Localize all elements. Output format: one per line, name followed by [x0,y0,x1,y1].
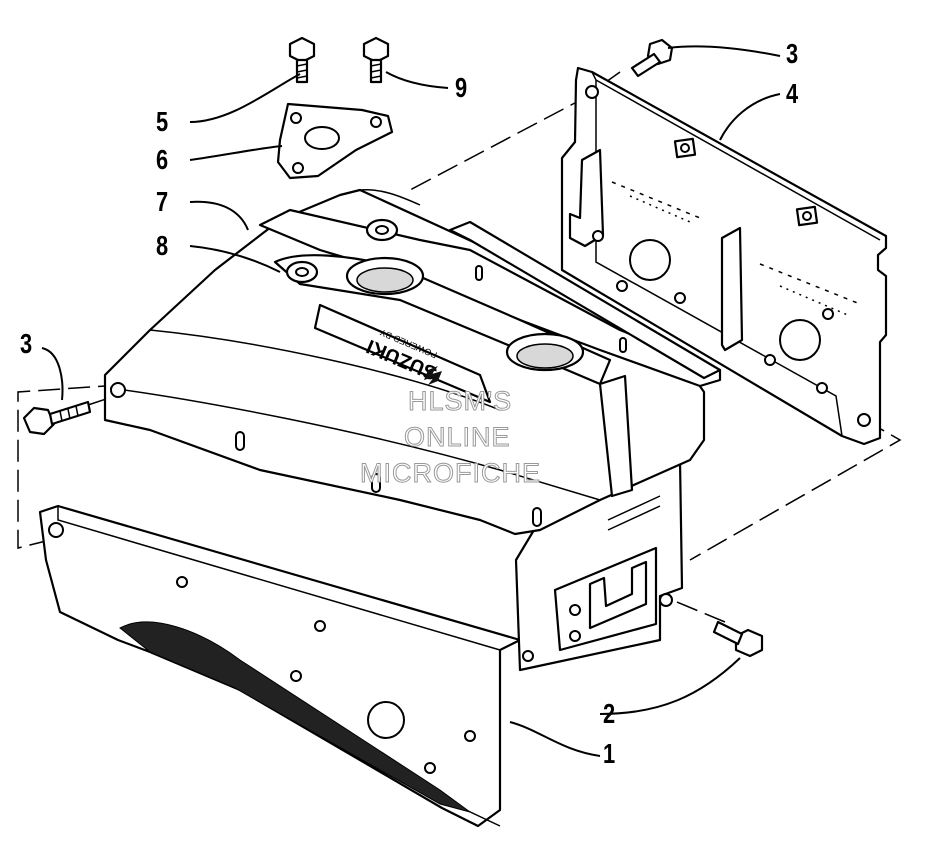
callout-3-left: 3 [20,328,33,359]
main-cover: SUZUKI POWERED BY [103,188,722,536]
watermark-line-2: ONLINE [404,422,511,452]
callout-8: 8 [156,230,169,261]
callout-2: 2 [603,698,616,729]
watermark-line-3: MICROFICHE [360,458,541,488]
callout-7: 7 [156,186,169,217]
lower-front-plate [38,504,522,828]
bolt-5 [288,36,316,84]
callout-1: 1 [603,738,616,769]
bolt-2 [712,620,764,658]
callout-9: 9 [455,72,468,103]
callout-3-top: 3 [786,38,799,69]
leader-lines [41,45,781,757]
callout-5: 5 [156,106,169,137]
bolt-3-top [630,38,674,78]
bolt-9 [362,36,390,84]
callout-6: 6 [156,144,169,175]
watermark-line-1: HLSM'S [407,386,513,416]
bracket-plate [276,102,394,180]
bolt-3-left [22,400,92,436]
rear-mounting-plate [560,66,888,446]
suzuki-s-mark-icon [424,366,442,385]
callout-4: 4 [786,78,799,109]
